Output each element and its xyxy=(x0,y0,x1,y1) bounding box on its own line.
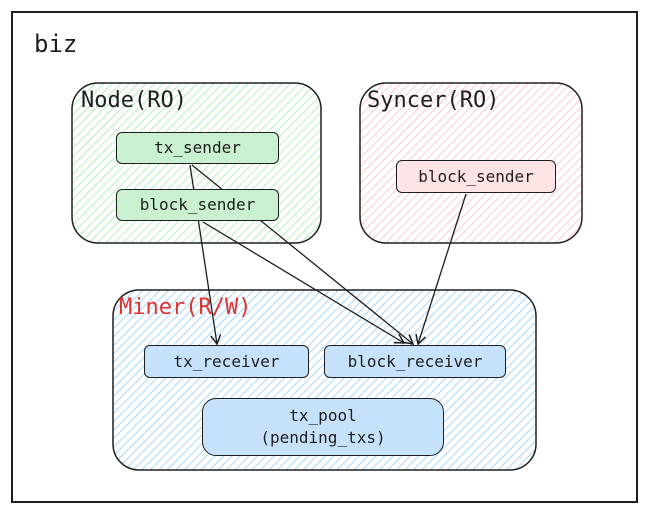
miner-group-title: Miner(R/W) xyxy=(119,295,252,320)
block-receiver-node: block_receiver xyxy=(324,345,506,378)
node-block-sender-node: block_sender xyxy=(116,189,279,221)
node-group-title: Node(RO) xyxy=(81,88,187,113)
tx-pool-node: tx_pool (pending_txs) xyxy=(202,398,444,456)
edge-syncer-block-sender-to-block-receiver xyxy=(415,193,467,346)
tx-pool-label: tx_pool xyxy=(289,406,357,426)
frame-title: biz xyxy=(34,30,78,58)
tx-pool-sublabel: (pending_txs) xyxy=(260,428,386,447)
tx-sender-node: tx_sender xyxy=(116,132,279,164)
syncer-block-sender-node: block_sender xyxy=(396,160,556,193)
edge-node-block-sender-to-block-receiver xyxy=(202,221,406,344)
syncer-group-title: Syncer(RO) xyxy=(367,88,500,113)
tx-receiver-node: tx_receiver xyxy=(144,345,309,378)
